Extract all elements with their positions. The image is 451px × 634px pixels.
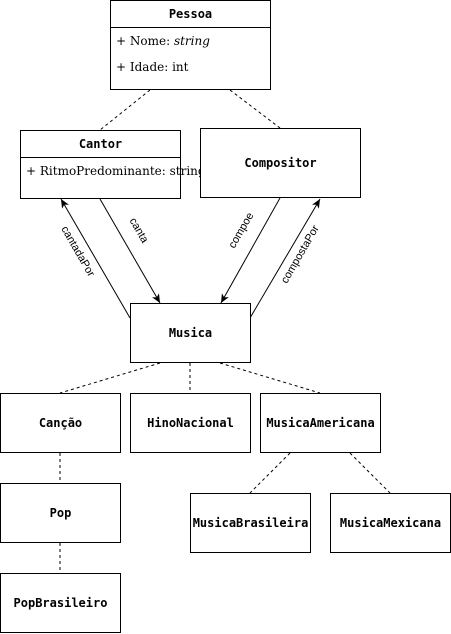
association-cantada-por [60, 198, 131, 319]
class-cantor[interactable]: Cantor + RitmoPredominante: string [20, 130, 206, 199]
class-pop[interactable]: Pop [0, 483, 121, 543]
label-canta: canta [127, 216, 151, 246]
attribute-nome: + Nome: string [116, 34, 210, 48]
inheritance-americana-musica [219, 362, 321, 394]
attribute-nome-type: string [173, 34, 210, 48]
association-compoe [220, 197, 281, 304]
class-cancao[interactable]: Canção [0, 393, 121, 453]
attribute-ritmo: + RitmoPredominante: string [26, 164, 206, 178]
attribute-idade-type: int [172, 60, 189, 74]
class-musica-mexicana[interactable]: MusicaMexicana [330, 493, 451, 553]
class-hino-nacional[interactable]: HinoNacional [130, 393, 251, 453]
class-musica-americana[interactable]: MusicaAmericana [260, 393, 381, 453]
inheritance-cantor-pessoa [99, 89, 151, 131]
label-compoe: compoe [226, 211, 256, 251]
class-pessoa-name: Pessoa [111, 1, 270, 28]
attribute-nome-prefix: + Nome: [116, 34, 174, 48]
class-musica-brasileira[interactable]: MusicaBrasileira [190, 493, 311, 553]
class-compositor[interactable]: Compositor [200, 128, 361, 198]
inheritance-compositor-pessoa [229, 89, 281, 129]
class-musica[interactable]: Musica [130, 303, 251, 363]
association-composta-por [249, 198, 321, 319]
association-canta [99, 198, 161, 304]
inheritance-cancao-musica [59, 362, 161, 394]
attribute-idade-prefix: + Idade: [116, 60, 173, 74]
class-pessoa[interactable]: Pessoa + Nome: string + Idade: int [110, 0, 271, 90]
inheritance-brasileira-americana [249, 452, 291, 494]
class-pop-brasileiro[interactable]: PopBrasileiro [0, 573, 121, 633]
attribute-idade: + Idade: int [116, 60, 188, 74]
inheritance-mexicana-americana [349, 452, 391, 494]
class-cantor-name: Cantor [21, 131, 180, 158]
